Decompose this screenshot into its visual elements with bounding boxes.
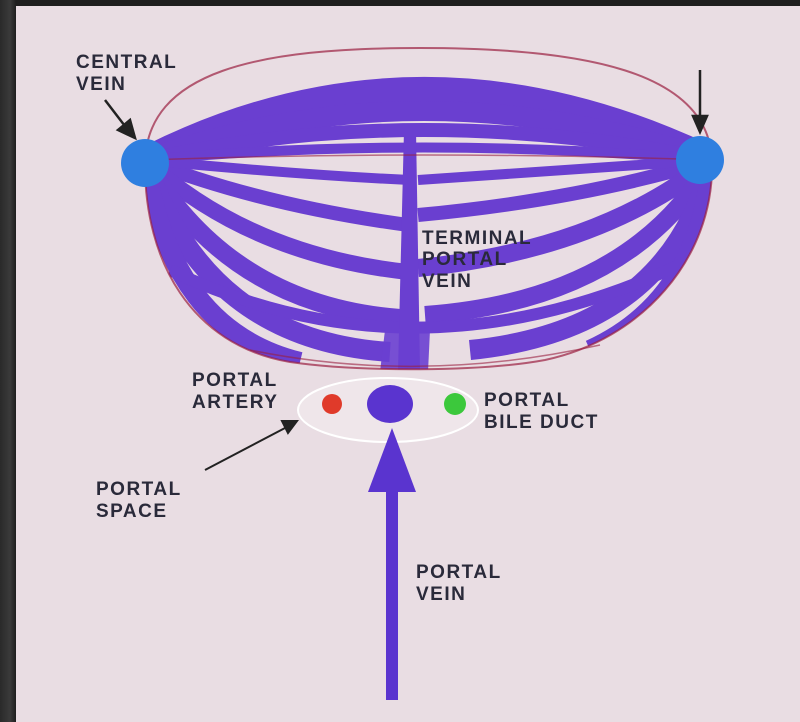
label-portal-vein-1: PORTAL (416, 562, 502, 583)
label-bile-duct-1: PORTAL (484, 390, 570, 411)
label-portal-space-2: SPACE (96, 501, 168, 522)
portal-space-arrow-head (282, 421, 297, 433)
portal-vein-dot (367, 385, 413, 423)
portal-vein-arrow (368, 428, 416, 700)
label-terminal-2: PORTAL (422, 249, 508, 270)
central-vein-left (121, 139, 169, 187)
central-vein-right (676, 136, 724, 184)
bile-duct-dot (444, 393, 466, 415)
label-portal-artery-2: ARTERY (192, 392, 278, 413)
portal-artery-dot (322, 394, 342, 414)
label-portal-artery-1: PORTAL (192, 370, 278, 391)
label-portal-vein-2: VEIN (416, 584, 466, 605)
label-terminal-1: TERMINAL (422, 228, 532, 249)
label-central-vein-2: VEIN (76, 74, 126, 95)
label-bile-duct-2: BILE DUCT (484, 412, 599, 433)
label-terminal-3: VEIN (422, 271, 472, 292)
central-vein-arrow-head (118, 120, 135, 138)
portal-space-arrow-line (205, 428, 285, 470)
label-portal-space-1: PORTAL (96, 479, 182, 500)
label-central-vein-1: CENTRAL (76, 52, 177, 73)
